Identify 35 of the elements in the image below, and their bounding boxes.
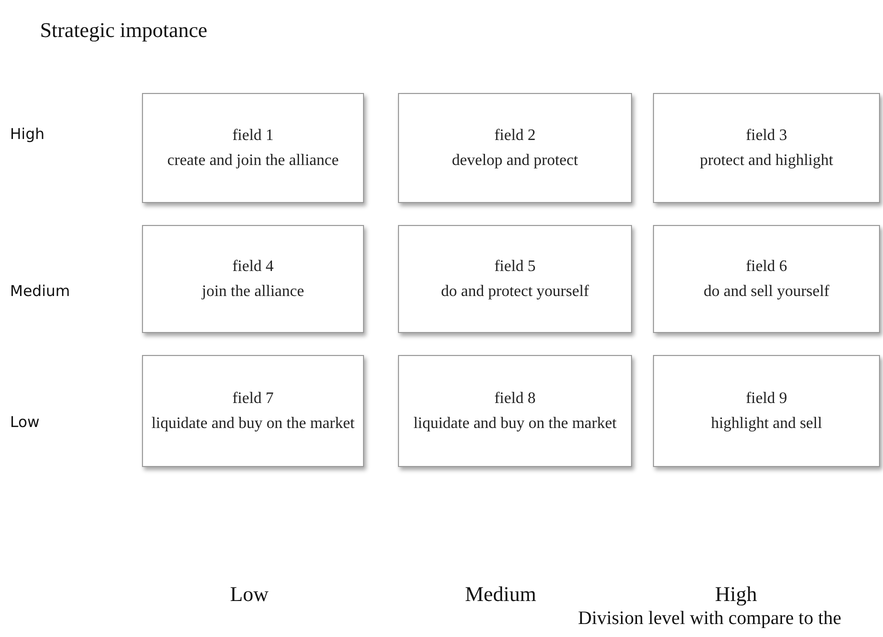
column-label: Medium [465, 582, 536, 607]
field-box [142, 225, 364, 333]
field-box [398, 355, 632, 467]
axis-title: Strategic impotance [40, 18, 208, 43]
field-box [398, 93, 632, 203]
field-action: create and join the alliance [167, 151, 339, 170]
field-action: protect and highlight [700, 151, 834, 170]
field-action: highlight and sell [710, 414, 822, 434]
field-box [653, 225, 880, 333]
field-action: do and sell yourself [704, 282, 830, 302]
field-action: liquidate and buy on the market [413, 414, 617, 434]
field-number: field 7 [232, 388, 274, 408]
field-number: field 5 [494, 256, 536, 276]
column-label: High [715, 582, 757, 607]
field-action: liquidate and buy on the market [151, 414, 355, 434]
field-number: field 3 [746, 126, 788, 145]
row-label: High [10, 125, 44, 143]
field-box [142, 355, 364, 467]
row-label: Medium [10, 282, 70, 300]
field-action: do and protect yourself [441, 282, 589, 302]
field-number: field 8 [494, 388, 536, 408]
field-number: field 9 [746, 388, 788, 408]
field-box [653, 355, 880, 467]
field-box [142, 93, 364, 203]
field-box [398, 225, 632, 333]
row-label: Low [10, 413, 40, 431]
column-label: Low [230, 582, 268, 607]
field-number: field 1 [232, 126, 274, 145]
field-number: field 6 [746, 256, 788, 276]
field-number: field 2 [494, 126, 536, 145]
field-number: field 4 [232, 256, 274, 276]
field-box [653, 93, 880, 203]
axis-title: Division level with compare to the [578, 608, 842, 630]
field-action: develop and protect [452, 151, 578, 170]
field-action: join the alliance [202, 282, 304, 302]
